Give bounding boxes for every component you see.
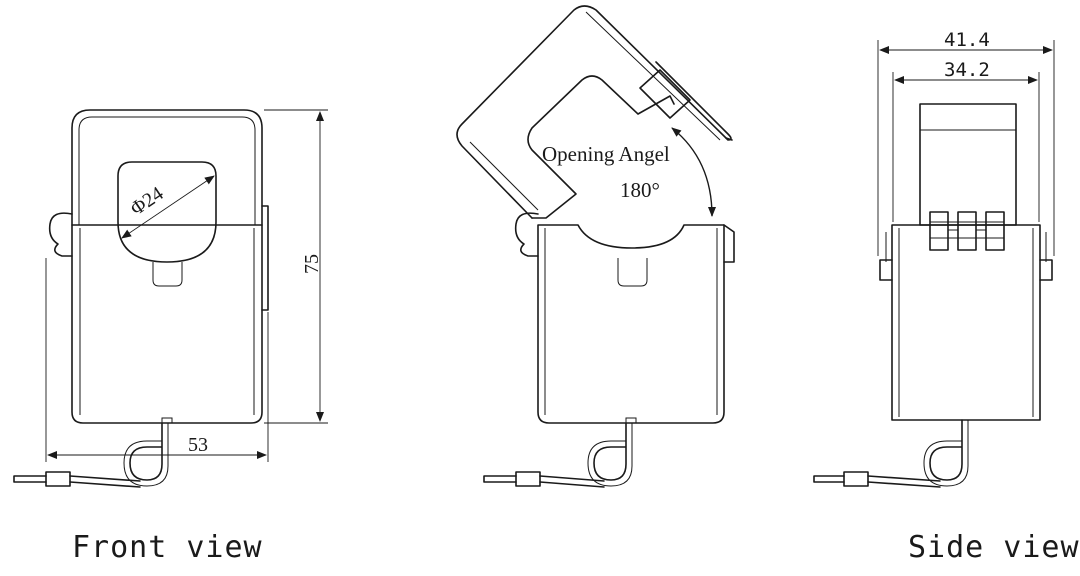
front-view-label: Front view bbox=[72, 530, 263, 565]
height-dimension: 75 bbox=[301, 254, 323, 274]
front-view-drawing bbox=[13, 109, 328, 488]
open-view-drawing bbox=[456, 5, 735, 488]
side-view-drawing bbox=[813, 40, 1055, 488]
inner-width-dimension: 34.2 bbox=[944, 59, 990, 81]
outer-width-dimension: 41.4 bbox=[944, 29, 990, 51]
diameter-dimension: Φ24 bbox=[126, 183, 167, 221]
angle-value: 180° bbox=[620, 178, 660, 202]
side-view-label: Side view bbox=[908, 530, 1080, 565]
opening-angle-label: Opening Angel bbox=[542, 142, 670, 166]
width-dimension: 53 bbox=[188, 434, 208, 456]
